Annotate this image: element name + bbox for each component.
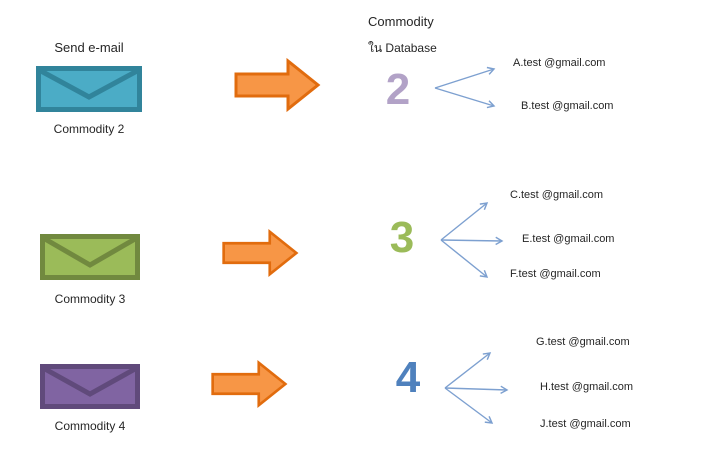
email-address: B.test @gmail.com	[521, 100, 614, 112]
email-address: H.test @gmail.com	[540, 381, 634, 393]
envelope-flap	[43, 236, 137, 268]
email-address: E.test @gmail.com	[522, 233, 615, 245]
email-address: A.test @gmail.com	[513, 57, 606, 69]
right-arrow-shape	[222, 228, 299, 278]
branch-arrows-icon	[440, 202, 504, 278]
right-arrow-icon	[211, 359, 288, 409]
connector-line	[440, 236, 504, 246]
connector-line	[444, 387, 494, 424]
connector-line	[444, 385, 509, 395]
commodity-count: 2	[385, 65, 411, 114]
email-address: J.test @gmail.com	[540, 418, 631, 430]
email-address: G.test @gmail.com	[536, 336, 630, 348]
commodity-count: 3	[389, 213, 415, 262]
email-address: C.test @gmail.com	[510, 189, 604, 201]
connector-line	[444, 352, 492, 389]
connector-line	[440, 239, 489, 278]
database-header-line2: ใน Database	[368, 41, 437, 55]
envelope-label: Commodity 3	[54, 292, 126, 306]
branch-arrows-icon	[444, 352, 509, 424]
branch-arrows-icon	[434, 66, 496, 109]
connector-line	[434, 87, 496, 109]
envelope-body	[40, 234, 140, 280]
connector-line	[440, 202, 489, 241]
envelope-icon	[40, 364, 140, 409]
envelope-icon	[40, 234, 140, 280]
connector-line	[434, 66, 496, 89]
envelope-label: Commodity 2	[53, 122, 125, 136]
commodity-count: 4	[395, 353, 421, 402]
envelope-icon	[36, 66, 142, 112]
right-arrow-shape	[234, 57, 321, 113]
envelope-flap	[39, 68, 139, 100]
envelope-body	[36, 66, 142, 112]
envelope-flap	[43, 366, 137, 397]
database-header-line1: Commodity	[368, 14, 434, 29]
envelope-body	[40, 364, 140, 409]
right-arrow-icon	[234, 57, 321, 113]
envelope-label: Commodity 4	[54, 419, 126, 433]
send-email-title: Send e-mail	[54, 40, 124, 55]
right-arrow-shape	[211, 359, 288, 409]
right-arrow-icon	[222, 228, 299, 278]
email-address: F.test @gmail.com	[510, 268, 601, 280]
